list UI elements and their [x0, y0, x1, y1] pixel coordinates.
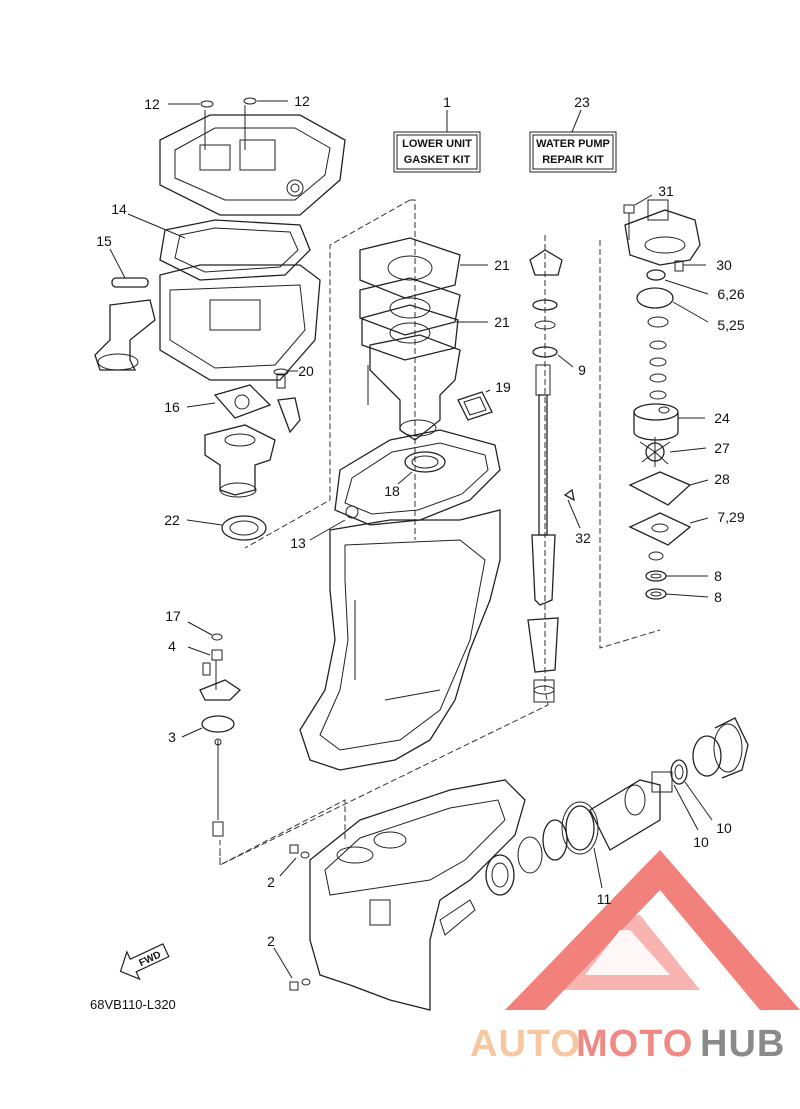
- watermark-auto: AUTO: [470, 1023, 581, 1065]
- oring-17: [211, 633, 223, 641]
- callout-22: 22: [164, 512, 180, 528]
- watermark-logo: [505, 850, 800, 1010]
- drain-bolt-2a: [289, 844, 310, 859]
- callout-10b: 10: [693, 834, 709, 850]
- callout-28: 28: [714, 471, 730, 487]
- seal-19: [457, 391, 493, 421]
- callout-5-25: 5,25: [717, 317, 744, 333]
- seal-8b: [645, 588, 667, 600]
- gasket-13: [334, 429, 501, 526]
- lower-case-drawing: [309, 779, 526, 1011]
- callout-10a: 10: [716, 820, 732, 836]
- gasket-14: [159, 219, 311, 281]
- callout-13: 13: [290, 535, 306, 551]
- upper-casing-drawing: [159, 105, 346, 216]
- oring-11: [561, 801, 599, 855]
- gear-train-drawing: [485, 771, 673, 896]
- callout-17: 17: [165, 608, 181, 624]
- oring-3: [201, 715, 235, 733]
- gasket-7-29: [628, 512, 692, 546]
- callout-27: 27: [714, 440, 730, 456]
- kit-box-water-pump: WATER PUMP REPAIR KIT: [529, 109, 617, 173]
- gasket-16: [213, 384, 272, 419]
- plate-28: [628, 471, 692, 506]
- gasket-21b: [361, 304, 459, 361]
- callout-20: 20: [298, 363, 314, 379]
- cap-drawing: [692, 717, 749, 779]
- callout-9: 9: [578, 362, 586, 378]
- seal-8a: [645, 570, 667, 582]
- seal-22: [221, 515, 267, 541]
- kit-box-lower-unit: LOWER UNIT GASKET KIT: [393, 110, 481, 173]
- callout-30: 30: [716, 257, 732, 273]
- callout-15: 15: [96, 233, 112, 249]
- shift-rod-drawing: [199, 649, 242, 837]
- seal-18: [404, 451, 446, 473]
- pump-small-parts: [647, 316, 669, 400]
- bolt-31: [623, 204, 635, 240]
- reference-code: 68VB110-L320: [90, 997, 176, 1012]
- watermark-moto: MOTO: [576, 1023, 693, 1065]
- drain-bolt-2b: [289, 978, 311, 991]
- exhaust-manifold-drawing: [367, 334, 461, 441]
- callout-4: 4: [168, 638, 176, 654]
- oil-strainer-drawing: [94, 299, 156, 371]
- drain-bolt-20: [273, 368, 289, 389]
- callout-32: 32: [575, 530, 591, 546]
- part-30: [674, 260, 684, 272]
- callout-1: 1: [443, 94, 451, 110]
- fwd-label: FWD: [138, 949, 163, 969]
- oring-5-25: [636, 287, 674, 309]
- watermark-text: AUTO MOTO HUB: [470, 1023, 785, 1065]
- callout-12a: 12: [144, 96, 160, 112]
- fwd-arrow-icon: FWD: [119, 943, 170, 981]
- callout-12b: 12: [294, 93, 310, 109]
- kit-1-line1: LOWER UNIT: [402, 138, 472, 150]
- callout-21b: 21: [494, 314, 510, 330]
- cartridge-24: [633, 403, 679, 441]
- callout-2b: 2: [267, 933, 275, 949]
- callout-2a: 2: [267, 874, 275, 890]
- callout-16: 16: [164, 399, 180, 415]
- seal-10a: [670, 759, 688, 785]
- callout-3: 3: [168, 729, 176, 745]
- callout-7-29: 7,29: [717, 509, 744, 525]
- pipe: [277, 397, 301, 434]
- callout-14: 14: [111, 201, 127, 217]
- callout-23: 23: [574, 94, 590, 110]
- pin-32: [563, 488, 575, 502]
- callout-19: 19: [495, 379, 511, 395]
- callout-8a: 8: [714, 568, 722, 584]
- drive-shaft-drawing: [527, 249, 563, 703]
- upper-case-drawing: [299, 509, 501, 771]
- impeller-27: [639, 437, 671, 467]
- watermark-hub: HUB: [700, 1023, 785, 1065]
- callout-6-26: 6,26: [717, 286, 744, 302]
- callout-18: 18: [384, 483, 400, 499]
- callout-11: 11: [597, 891, 612, 907]
- callout-21a: 21: [494, 257, 510, 273]
- bushing-9: [532, 346, 558, 358]
- callout-31: 31: [658, 183, 674, 199]
- oil-pan-drawing: [159, 264, 321, 381]
- water-pump-housing-drawing: [624, 199, 701, 266]
- callout-24: 24: [714, 410, 730, 426]
- kit-23-line1: WATER PUMP: [536, 138, 610, 150]
- kit-1-line2: GASKET KIT: [404, 154, 471, 166]
- gasket-21-middle: [359, 277, 461, 336]
- lower-mount-drawing: [204, 424, 276, 498]
- kit-23-line2: REPAIR KIT: [542, 154, 604, 166]
- callout-8b: 8: [714, 589, 722, 605]
- gasket-21a: [359, 237, 461, 299]
- gasket-15: [111, 277, 149, 288]
- oring-6-26: [646, 269, 666, 281]
